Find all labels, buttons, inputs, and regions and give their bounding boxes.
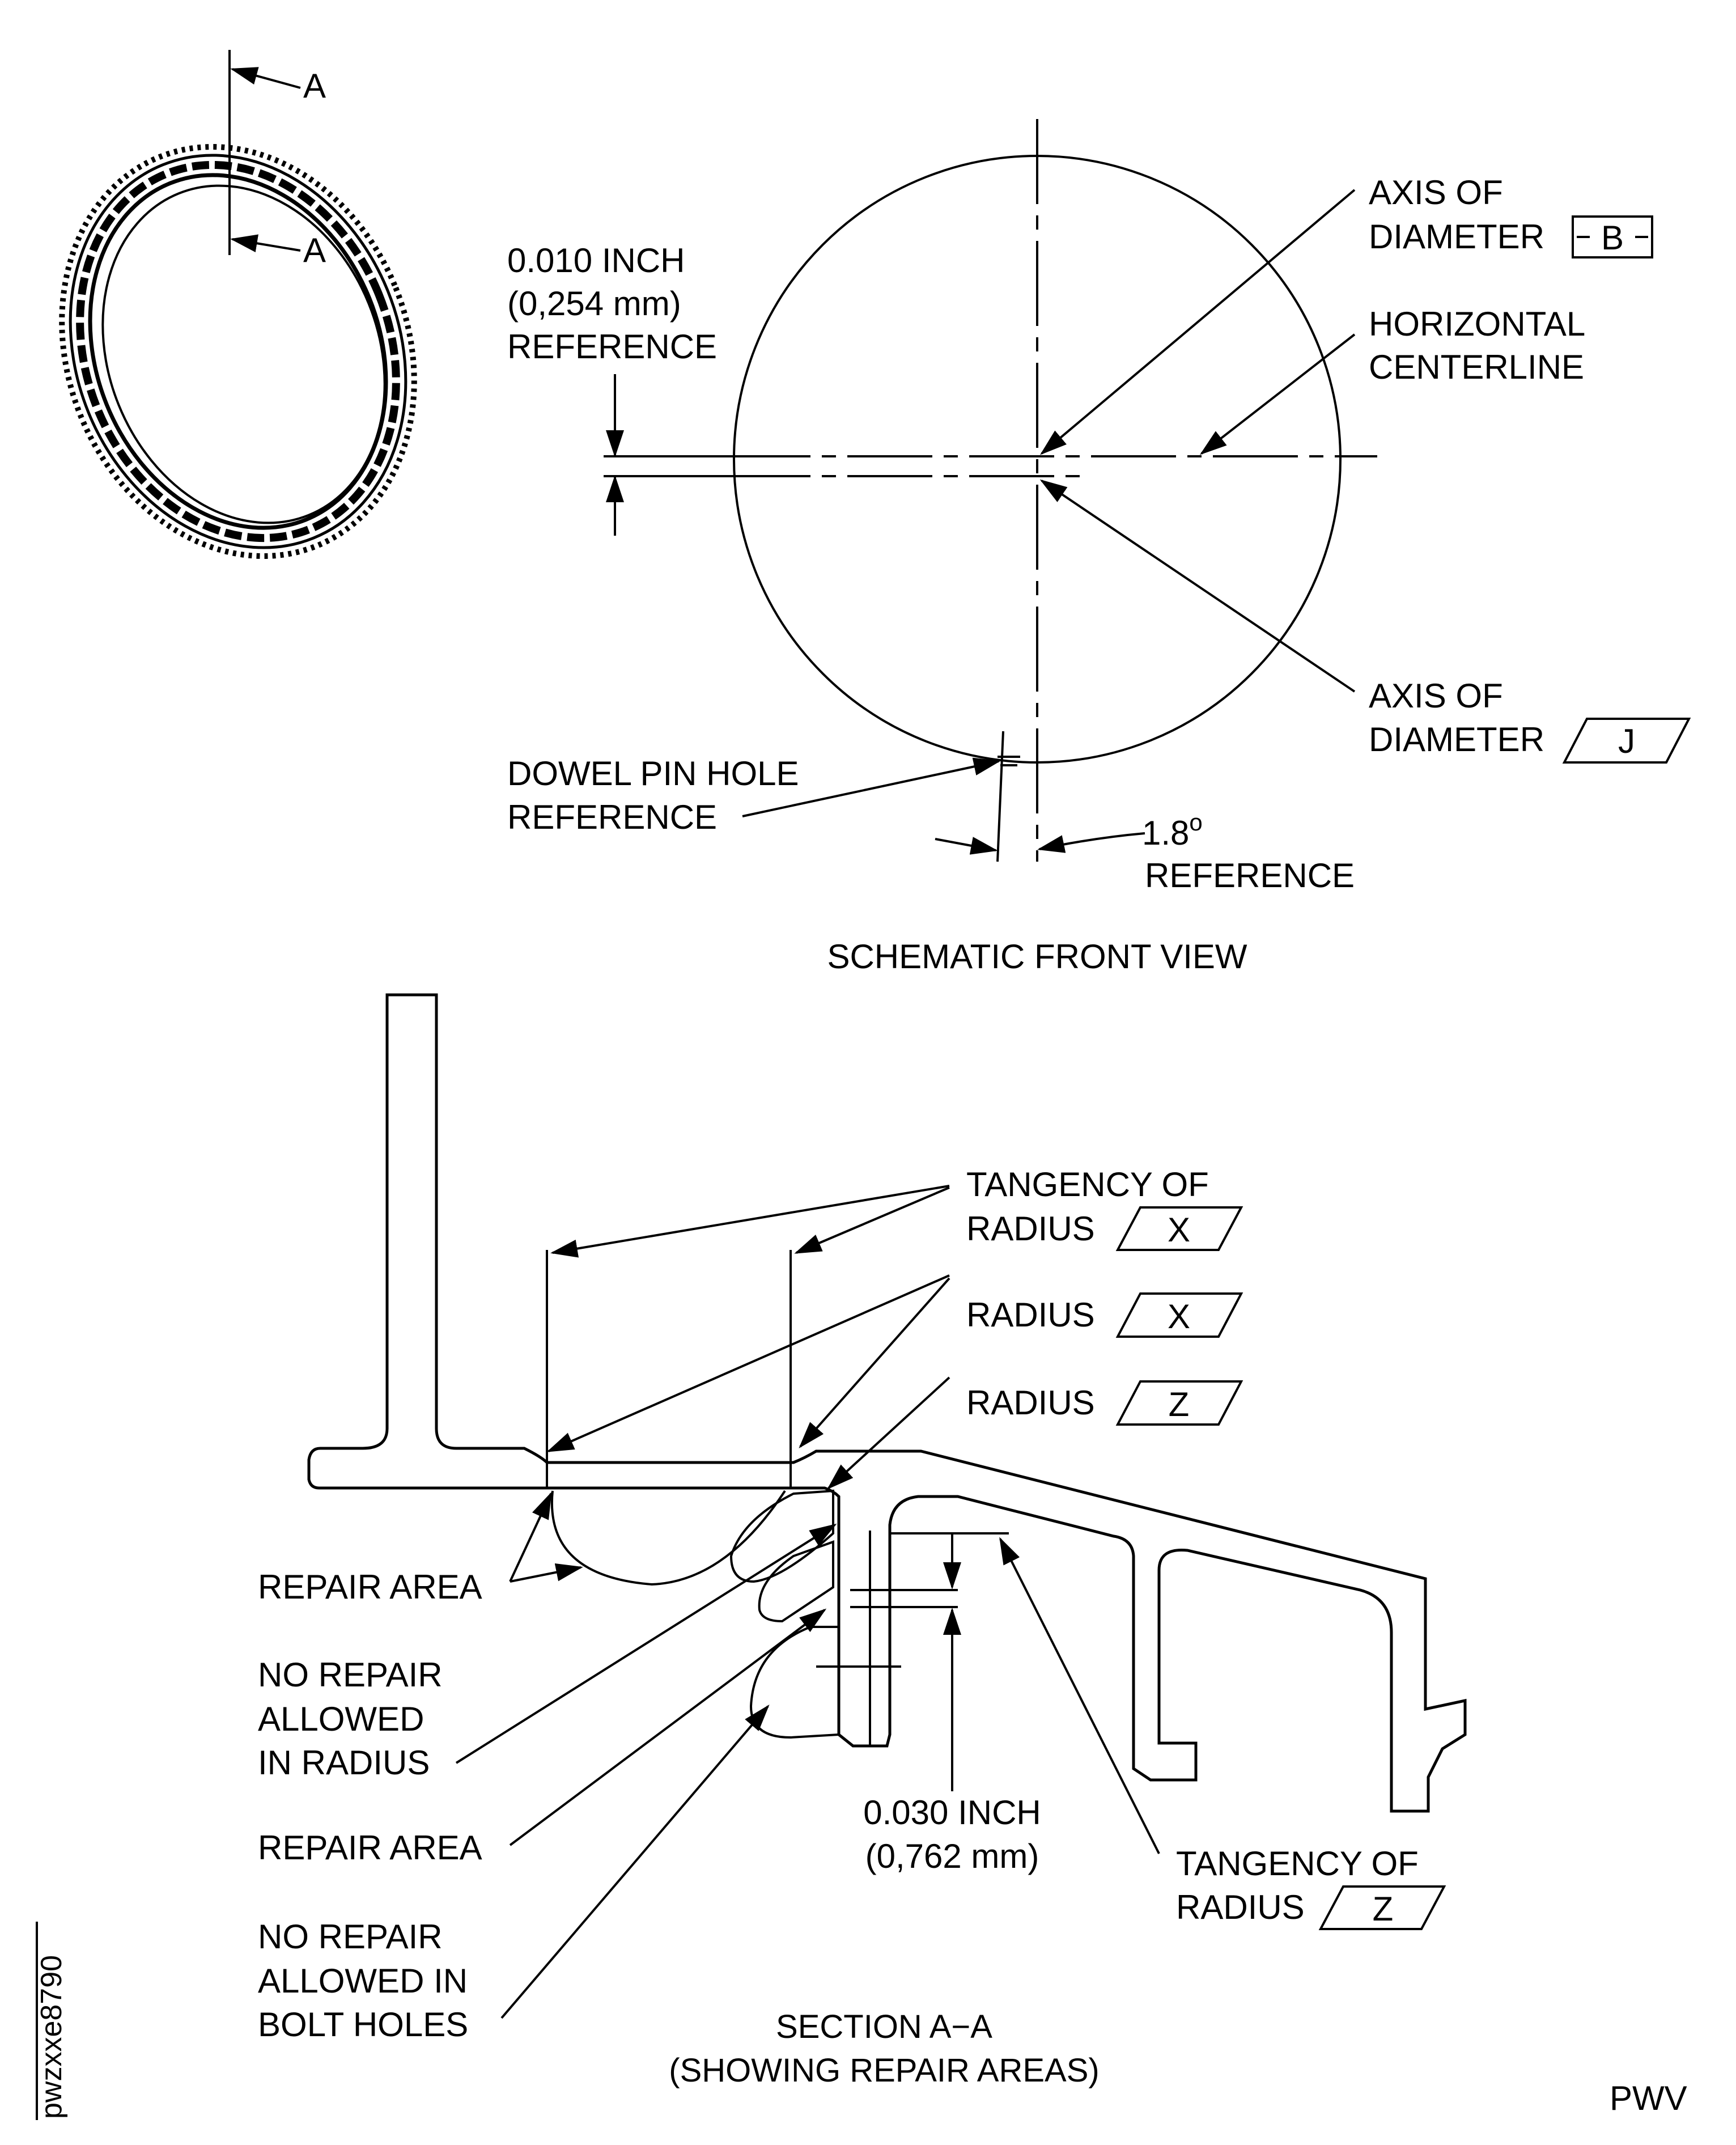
axis-b-line2: DIAMETER [1369,218,1544,256]
offset-dim-line2: (0,254 mm) [507,285,681,323]
datum-x-label-2: X [1168,1298,1190,1336]
datum-z-label-2: Z [1373,1890,1394,1928]
datum-j-label: J [1618,722,1635,760]
datum-b-frame [1572,215,1653,258]
tangency-x-line2: RADIUS [966,1210,1095,1248]
repair-area-2: REPAIR AREA [258,1829,482,1867]
datum-z-label-1: Z [1169,1385,1190,1423]
corner-mark: PWV [1610,2079,1687,2117]
datum-x-frame-1 [1115,1206,1243,1251]
radius-x-label: RADIUS [966,1296,1095,1334]
datum-x-label-1: X [1168,1211,1190,1249]
horizontal-centerline-leader [1199,333,1356,455]
horizontal-centerline-line2: CENTERLINE [1369,348,1584,386]
dim-line2: (0,762 mm) [865,1837,1039,1875]
datum-z-frame-2 [1318,1885,1446,1930]
datum-z-frame-1 [1115,1380,1243,1426]
ring-pictorial [59,144,417,559]
radius-z-label: RADIUS [966,1384,1095,1422]
no-repair-bolt-line2: ALLOWED IN [258,1962,468,2000]
repair-area-1: REPAIR AREA [258,1568,482,1606]
dowel-pin-line1: DOWEL PIN HOLE [507,754,799,792]
tangency-z-line1: TANGENCY OF [1176,1845,1419,1883]
angle-label: REFERENCE [1145,857,1355,895]
tangency-z-leader [999,1537,1160,1854]
section-profile [307,993,1467,1813]
datum-b-label: B [1601,219,1624,257]
no-repair-radius-line1: NO REPAIR [258,1656,443,1694]
front-view-geometry [604,119,1377,862]
no-repair-radius-line2: ALLOWED [258,1700,424,1738]
dowel-pin-line2: REFERENCE [507,798,717,836]
front-view-title: SCHEMATIC FRONT VIEW [827,938,1247,976]
section-title-line2: (SHOWING REPAIR AREAS) [669,2052,1099,2089]
datum-j-frame [1562,718,1691,764]
no-repair-bolt-line1: NO REPAIR [258,1918,443,1956]
offset-dimension [604,374,737,536]
section-mark-lower: A [303,231,326,269]
axis-j-line1: AXIS OF [1369,677,1503,715]
figure-id: pwzxxe8790 [35,1955,68,2119]
section-title-line1: SECTION A−A [776,2008,992,2045]
repair-area-lobes [550,1489,840,1739]
section-mark-upper: A [303,67,326,105]
dim-line1: 0.030 INCH [863,1794,1041,1832]
no-repair-bolt-line3: BOLT HOLES [258,2006,468,2044]
no-repair-radius-line3: IN RADIUS [258,1744,430,1782]
horizontal-centerline-line1: HORIZONTAL [1369,305,1585,343]
tangency-x-line1: TANGENCY OF [966,1165,1209,1203]
axis-j-leader [1039,479,1356,693]
angle-value: 1.8o [1142,809,1203,852]
axis-j-line2: DIAMETER [1369,720,1544,758]
dowel-pin-leader [742,757,1001,817]
section-cut-line [228,50,301,255]
axis-b-leader [1039,189,1356,455]
tangency-x-leaders [550,1185,950,1258]
radius-z-leader [827,1376,950,1490]
offset-dim-line3: REFERENCE [507,328,717,366]
radius-x-leaders [546,1274,950,1452]
tangency-z-line2: RADIUS [1176,1888,1305,1926]
offset-dim-line1: 0.010 INCH [507,241,685,279]
datum-x-frame-2 [1115,1292,1243,1338]
axis-b-line1: AXIS OF [1369,173,1503,211]
angle-dimension [935,832,1145,855]
left-callout-leaders [455,1491,837,2019]
